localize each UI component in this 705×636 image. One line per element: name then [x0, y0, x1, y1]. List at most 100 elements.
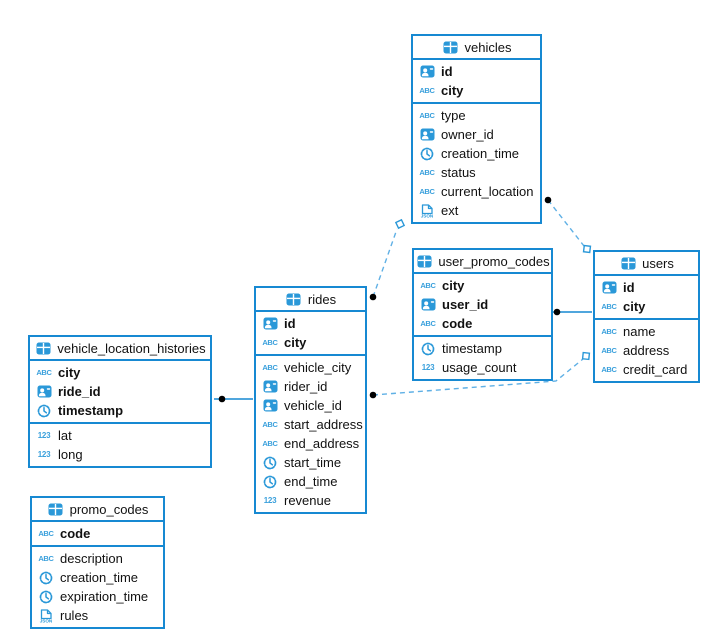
column-name: end_time — [284, 474, 338, 489]
column-row-user_promo_codes-timestamp[interactable]: timestamp — [414, 339, 551, 358]
relationship-rides-to-vehicles[interactable] — [369, 218, 406, 301]
column-row-vehicles-creation_time[interactable]: creation_time — [413, 144, 540, 163]
table-icon — [442, 41, 460, 54]
relationship-user_promo_codes-to-users[interactable] — [553, 308, 592, 316]
column-row-promo_codes-creation_time[interactable]: creation_time — [32, 568, 163, 587]
table-header-vehicles[interactable]: vehicles — [413, 36, 540, 60]
svg-text:JSON: JSON — [40, 618, 53, 623]
table-icon — [47, 503, 65, 516]
column-name: status — [441, 165, 476, 180]
relationship-vehicles-to-users[interactable] — [544, 196, 593, 255]
table-header-rides[interactable]: rides — [256, 288, 365, 312]
text-type-icon: ABC — [601, 302, 617, 311]
column-row-vehicles-owner_id[interactable]: owner_id — [413, 125, 540, 144]
column-row-vehicle_location_histories-timestamp[interactable]: timestamp — [30, 401, 210, 420]
text-type-icon: ABC — [420, 281, 436, 290]
column-row-rides-end_time[interactable]: end_time — [256, 472, 365, 491]
column-name: expiration_time — [60, 589, 149, 604]
column-row-users-credit_card[interactable]: ABC credit_card — [595, 360, 698, 379]
column-row-vehicle_location_histories-ride_id[interactable]: ride_id — [30, 382, 210, 401]
column-row-promo_codes-description[interactable]: ABC description — [32, 549, 163, 568]
column-row-user_promo_codes-user_id[interactable]: user_id — [414, 295, 551, 314]
column-name: user_id — [442, 297, 489, 312]
column-row-rides-start_time[interactable]: start_time — [256, 453, 365, 472]
table-title: vehicle_location_histories — [57, 340, 206, 356]
table-header-vehicle_location_histories[interactable]: vehicle_location_histories — [30, 337, 210, 361]
text-type-icon: ABC — [419, 86, 435, 95]
column-name: rules — [60, 608, 89, 623]
column-row-users-name[interactable]: ABC name — [595, 322, 698, 341]
number-type-icon: 123 — [37, 450, 51, 459]
text-type-icon: ABC — [601, 365, 617, 374]
table-header-user_promo_codes[interactable]: user_promo_codes — [414, 250, 551, 274]
column-name: city — [442, 278, 465, 293]
user-id-type-icon — [418, 65, 436, 78]
column-name: city — [441, 83, 464, 98]
column-row-rides-id[interactable]: id — [256, 314, 365, 333]
column-name: code — [442, 316, 473, 331]
column-row-user_promo_codes-usage_count[interactable]: 123 usage_count — [414, 358, 551, 377]
column-row-user_promo_codes-city[interactable]: ABC city — [414, 276, 551, 295]
number-type-icon: 123 — [263, 496, 277, 505]
column-name: owner_id — [441, 127, 494, 142]
endpoint-dot — [218, 395, 226, 403]
table-title: promo_codes — [69, 501, 149, 517]
column-row-vehicles-id[interactable]: id — [413, 62, 540, 81]
table-header-promo_codes[interactable]: promo_codes — [32, 498, 163, 522]
table-icon — [34, 342, 52, 355]
column-name: usage_count — [442, 360, 517, 375]
text-type-icon: ABC — [262, 439, 278, 448]
text-type-icon: ABC — [262, 363, 278, 372]
column-name: name — [623, 324, 656, 339]
table-icon — [285, 293, 303, 306]
text-type-icon: ABC — [601, 327, 617, 336]
text-type-icon: ABC — [601, 346, 617, 355]
clock-type-icon — [37, 590, 55, 604]
relationship-vehicle_location_histories-to-rides[interactable] — [214, 395, 253, 403]
column-row-users-id[interactable]: id — [595, 278, 698, 297]
column-name: id — [441, 64, 453, 79]
column-name: credit_card — [623, 362, 688, 377]
text-type-icon: ABC — [38, 554, 54, 563]
column-row-rides-rider_id[interactable]: rider_id — [256, 377, 365, 396]
column-name: description — [60, 551, 123, 566]
column-row-rides-vehicle_id[interactable]: vehicle_id — [256, 396, 365, 415]
column-row-promo_codes-rules[interactable]: JSON rules — [32, 606, 163, 625]
text-type-icon: ABC — [419, 111, 435, 120]
column-row-promo_codes-expiration_time[interactable]: expiration_time — [32, 587, 163, 606]
column-row-vehicles-city[interactable]: ABC city — [413, 81, 540, 100]
column-name: creation_time — [60, 570, 139, 585]
table-header-users[interactable]: users — [595, 252, 698, 276]
endpoint-dot — [369, 293, 377, 301]
column-name: vehicle_id — [284, 398, 342, 413]
endpoint-diamond — [581, 351, 591, 361]
number-type-icon: 123 — [421, 363, 435, 372]
user-id-type-icon — [418, 128, 436, 141]
endpoint-dot — [553, 308, 561, 316]
